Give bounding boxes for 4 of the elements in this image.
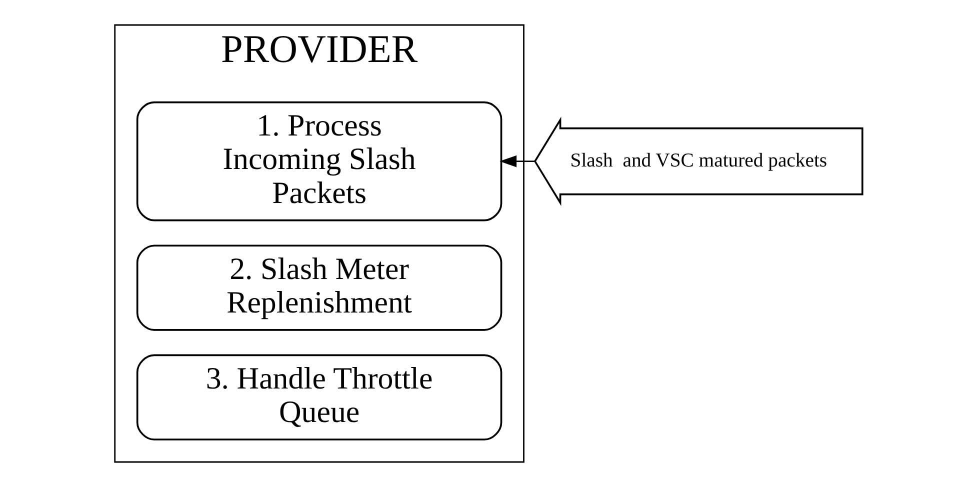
arrow: [500, 155, 535, 168]
node-box: 1. Process Incoming Slash Packets: [136, 101, 502, 222]
node-box: 3. Handle Throttle Queue: [136, 354, 502, 440]
node-box: 2. Slash Meter Replenishment: [136, 244, 502, 331]
